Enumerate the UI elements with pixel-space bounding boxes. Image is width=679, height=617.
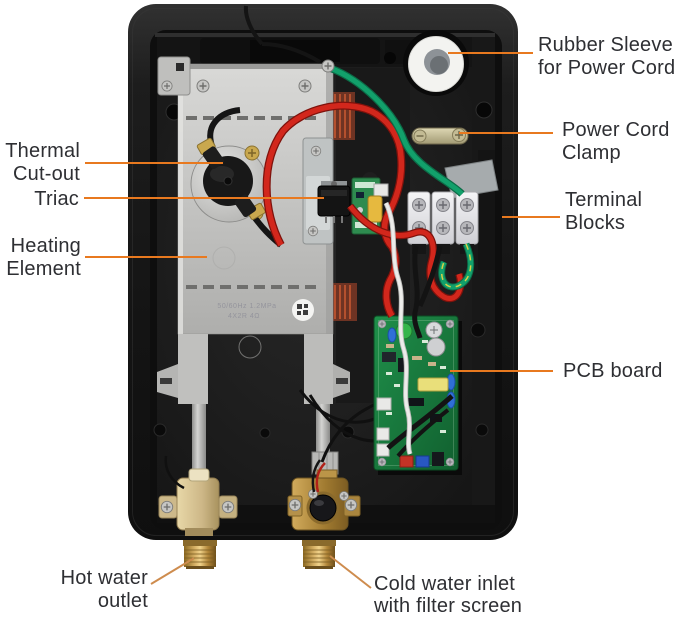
cold-water-valve [287,451,361,531]
wiring [243,5,475,458]
yellow-capacitor [367,195,383,223]
triac-label: Triac [34,188,79,210]
heating-coil-windows [331,92,357,321]
thermal-cutout [190,107,283,248]
ground-wire [329,65,464,196]
cold-inlet-thread [302,540,336,569]
rubber-sleeve-leader-line [448,52,533,54]
heating-element-label: Heating Element [6,235,81,280]
pcb-board [373,315,462,475]
thermal-cutout-label: Thermal Cut-out [5,140,80,185]
capacitor [426,337,446,357]
power-cord-clamp-label: Power Cord Clamp [562,119,670,164]
rubber-sleeve-label: Rubber Sleeve for Power Cord [538,34,676,79]
triac-leader-line [84,197,324,199]
power-cord-clamp [411,127,469,145]
white-wire [384,202,412,455]
ground-screw [321,59,335,73]
pcb-board-label: PCB board [563,360,663,382]
black-wire [386,394,454,450]
power-cord-clamp-leader-line [459,132,553,134]
terminal-blocks-label: Terminal Blocks [565,189,643,234]
heating-element-leader-line [85,256,207,258]
thermal-cutout-leader-line [85,162,223,164]
mounting-tab [157,56,191,96]
red-wire [263,102,405,318]
hot-outlet-thread [183,540,217,569]
hot-water-outlet-label: Hot water outlet [60,567,148,612]
rubber-sleeve-grommet [403,30,469,96]
pcb-board-leader-line [450,370,553,372]
cold-water-inlet-label: Cold water inlet with filter screen [374,573,523,617]
qr-sticker [292,299,314,321]
terminal-blocks-leader-line [502,216,560,218]
triac [317,181,351,223]
hot-water-valve [158,468,238,536]
tank-marking-line2: 4X2R 4Ω [228,313,260,320]
tank-marking-line1: 50/60Hz 1.2MPa [217,303,276,310]
